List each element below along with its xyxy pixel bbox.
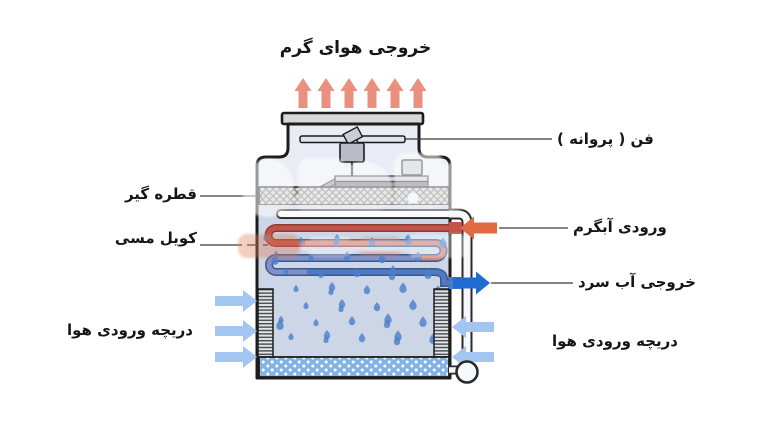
water-droplet <box>383 319 391 329</box>
label-cold-water-outlet: خروجی آب سرد <box>578 273 696 291</box>
water-droplet <box>348 316 356 326</box>
hot-water-inlet-arrow <box>460 216 497 240</box>
water-droplet <box>363 285 371 295</box>
hot-air-arrow <box>386 78 404 108</box>
hot-air-arrow <box>363 78 381 108</box>
water-droplet <box>338 304 344 313</box>
water-droplet <box>313 318 319 327</box>
label-air-inlet-left: دریچه ورودی هوا <box>67 321 193 339</box>
louver-left <box>257 288 274 358</box>
label-fan: فن ( پروانه ) <box>557 130 654 148</box>
hot-air-arrows <box>294 78 427 108</box>
fan-motor <box>339 142 365 163</box>
cold-water-outlet-arrow <box>453 271 490 295</box>
air-inlet-arrow-right <box>452 316 494 338</box>
air-inlet-arrow-left <box>215 290 257 312</box>
air-inlet-arrows-left <box>215 290 257 368</box>
water-droplet <box>318 270 324 279</box>
air-inlet-arrow-left <box>215 320 257 342</box>
water-droplet <box>353 268 361 278</box>
water-droplet <box>388 271 396 281</box>
water-droplet <box>328 287 334 296</box>
water-droplet <box>419 316 427 327</box>
hot-inlet-stub <box>449 222 462 234</box>
pump-circle <box>455 360 479 384</box>
water-basin <box>258 356 450 378</box>
water-droplet <box>409 299 417 310</box>
fan-hub <box>342 125 364 146</box>
water-droplet <box>358 333 366 343</box>
water-droplet <box>393 336 401 346</box>
water-droplet <box>373 302 381 312</box>
water-droplet <box>303 301 309 310</box>
fan-deck-lid <box>280 111 425 126</box>
label-copper-coil: کویل مسی <box>114 229 197 247</box>
water-droplet <box>288 332 294 341</box>
label-hot-water-inlet: ورودی آبگرم <box>573 218 667 236</box>
watermark <box>238 153 478 258</box>
hot-air-arrow <box>409 78 427 108</box>
fan-blade-left <box>299 135 349 144</box>
hot-air-arrow <box>340 78 358 108</box>
water-droplet <box>323 335 329 344</box>
hot-air-arrow <box>317 78 335 108</box>
label-hot-air-out: خروجی هوای گرم <box>279 38 432 58</box>
label-air-inlet-right: دریچه ورودی هوا <box>552 332 678 350</box>
air-inlet-arrow-left <box>215 346 257 368</box>
water-droplet <box>276 319 284 330</box>
air-inlet-arrows-right <box>452 316 494 368</box>
water-droplet <box>308 253 314 262</box>
hot-air-arrow <box>294 78 312 108</box>
label-drift-eliminator: قطره گیر <box>124 185 197 203</box>
water-droplet <box>424 268 432 279</box>
water-droplet <box>378 254 386 264</box>
water-droplet <box>283 267 289 276</box>
fan-blade-right <box>356 135 406 144</box>
pump-assembly <box>449 360 479 384</box>
water-droplet <box>293 284 299 293</box>
water-droplet <box>399 282 407 293</box>
louver-right <box>433 288 450 358</box>
